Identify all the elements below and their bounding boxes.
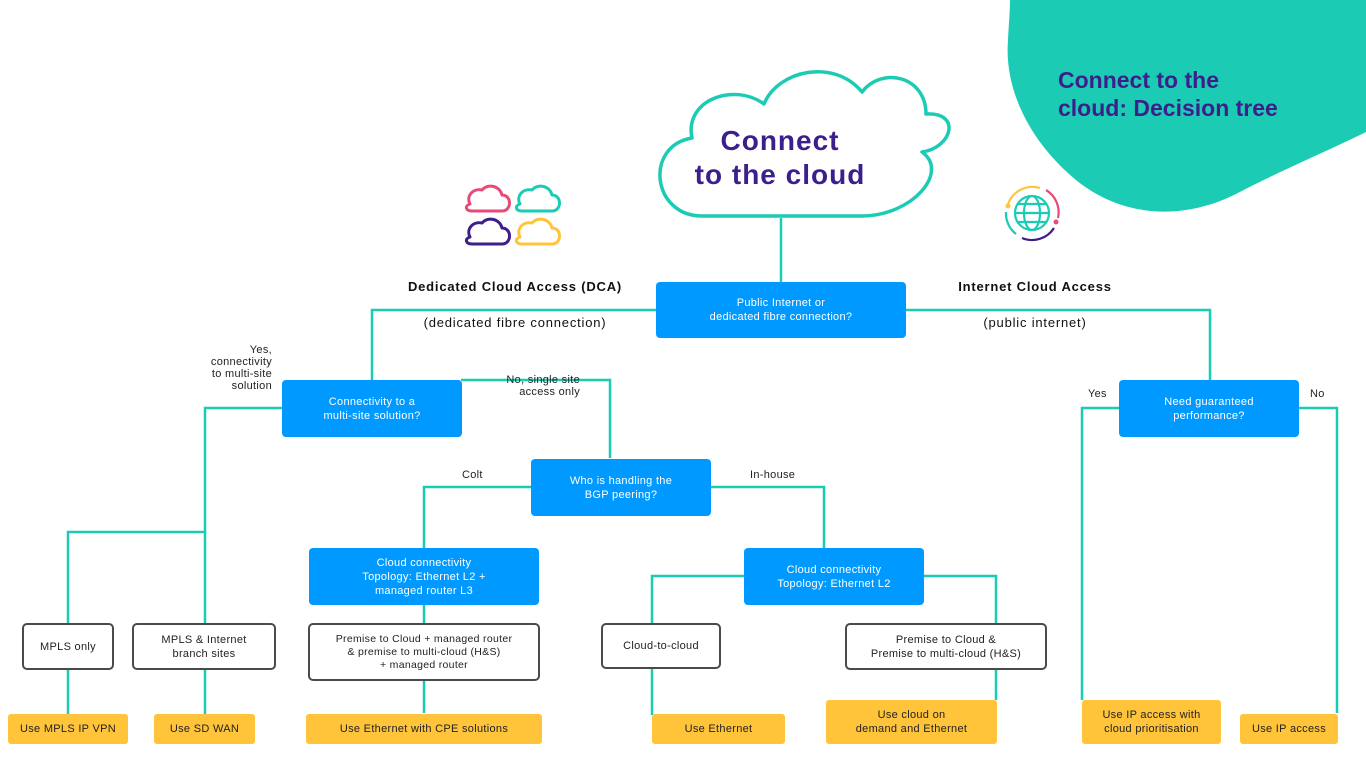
edge-label-no-single: No, single site access only	[506, 374, 580, 398]
outcome-ethernet-cpe: Use Ethernet with CPE solutions	[306, 714, 542, 744]
ica-title: Internet Cloud Access	[958, 279, 1112, 294]
option-mpls-internet: MPLS & Internet branch sites	[132, 623, 276, 670]
edge-label-yes-multi: Yes, connectivity to multi-site solution	[210, 344, 272, 392]
multi-site-question: Connectivity to a multi-site solution?	[282, 380, 462, 437]
topology-l2-l3: Cloud connectivity Topology: Ethernet L2…	[309, 548, 539, 605]
edge-label-no: No	[1310, 388, 1325, 400]
cloud-cluster-icon	[464, 184, 561, 246]
edge-label-yes: Yes	[1088, 388, 1107, 400]
outcome-ip-priority: Use IP access with cloud prioritisation	[1082, 700, 1221, 744]
topology-l2: Cloud connectivity Topology: Ethernet L2	[744, 548, 924, 605]
option-premise-router: Premise to Cloud + managed router & prem…	[308, 623, 540, 681]
dca-branch-label: Dedicated Cloud Access (DCA) (dedicated …	[370, 260, 660, 350]
outcome-mpls-vpn: Use MPLS IP VPN	[8, 714, 128, 744]
bgp-question: Who is handling the BGP peering?	[531, 459, 711, 516]
option-premise-hs: Premise to Cloud & Premise to multi-clou…	[845, 623, 1047, 670]
outcome-ip-access: Use IP access	[1240, 714, 1338, 744]
ica-subtitle: (public internet)	[983, 315, 1087, 330]
outcome-ethernet: Use Ethernet	[652, 714, 785, 744]
dca-subtitle: (dedicated fibre connection)	[423, 315, 607, 330]
ica-branch-label: Internet Cloud Access (public internet)	[925, 260, 1145, 350]
outcome-sd-wan: Use SD WAN	[154, 714, 255, 744]
root-question: Public Internet or dedicated fibre conne…	[656, 282, 906, 338]
edge-label-colt: Colt	[462, 469, 483, 481]
guaranteed-question: Need guaranteed performance?	[1119, 380, 1299, 437]
cloud-title: Connect to the cloud	[694, 125, 866, 190]
edge-label-in-house: In-house	[750, 469, 796, 481]
option-cloud-to-cloud: Cloud-to-cloud	[601, 623, 721, 669]
option-mpls-only: MPLS only	[22, 623, 114, 670]
dca-title: Dedicated Cloud Access (DCA)	[407, 279, 623, 294]
outcome-cloud-on-demand: Use cloud on demand and Ethernet	[826, 700, 997, 744]
globe-cycle-icon	[1004, 185, 1060, 242]
page-title: Connect to the cloud: Decision tree	[1058, 67, 1278, 121]
